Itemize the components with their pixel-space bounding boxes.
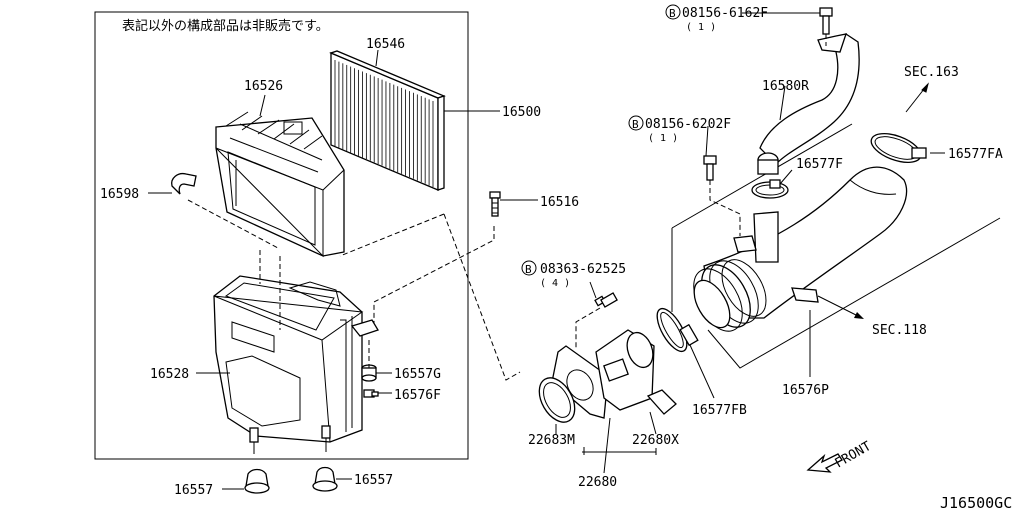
hose-clip [171,172,197,195]
bolt-16576f [363,389,379,398]
bolt-16516 [489,191,501,217]
bolt-marker-1: B [669,7,676,20]
bolt-marker-2: B [632,118,639,131]
label-16557g: 16557G [394,367,441,382]
hose-clamp-16577fa [870,132,927,164]
bolt-qty-1: ( 1 ) [686,22,716,33]
label-16526: 16526 [244,79,283,94]
label-16577f: 16577F [796,157,843,172]
label-16576f: 16576F [394,388,441,403]
label-sec163: SEC.163 [904,65,959,80]
bolt-08156-6162f [819,7,833,35]
label-16528: 16528 [150,367,189,382]
lower-case [213,275,379,454]
label-16557-right: 16557 [354,473,393,488]
label-22680: 22680 [578,475,617,490]
bolt-callout-2: B 08156-6202F ( 1 ) [628,115,731,144]
label-16577fa: 16577FA [948,147,1003,162]
assembly-frame [94,11,469,460]
upper-cover [215,111,345,258]
label-16557-left: 16557 [174,483,213,498]
note-text: 表記以外の構成部品は非販売です。 [122,18,329,34]
bolt-code-3: 08363-62525 [540,262,626,277]
diagram-code: J16500GC [940,494,1012,512]
grommet-16557-right [312,466,338,492]
air-duct [693,166,908,332]
label-16580r: 16580R [762,79,809,94]
arrow-sec163 [905,82,929,113]
label-16516: 16516 [540,195,579,210]
bolt-callout-1: B 08156-6162F ( 1 ) [665,4,768,33]
hose-clamp-16577f [751,179,789,199]
arrow-sec118 [817,295,864,319]
duct-bracket [733,211,779,263]
bolt-callout-3: B 08363-62525 ( 4 ) [521,260,626,289]
bolt-qty-2: ( 1 ) [648,133,678,144]
bolt-08363 [594,292,618,308]
label-22680x: 22680X [632,433,679,448]
label-16577fb: 16577FB [692,403,747,418]
resonator-hose [757,33,860,175]
bolt-qty-3: ( 4 ) [540,278,570,289]
air-flow-sensor [551,329,677,419]
label-16500: 16500 [502,105,541,120]
label-16546: 16546 [366,37,405,52]
bolt-code-2: 08156-6202F [645,117,731,132]
bolt-08156-6202f [703,155,717,181]
label-16598: 16598 [100,187,139,202]
front-arrow-icon [806,453,843,473]
gasket-22683m [538,377,576,423]
leader-lines [148,12,945,490]
front-label: FRONT [833,439,875,472]
label-16576p: 16576P [782,383,829,398]
hose-clamp-16577fb [656,307,699,353]
bolt-marker-3: B [525,263,532,276]
bolt-code-1: 08156-6162F [682,6,768,21]
label-22683m: 22683M [528,433,575,448]
grommet-16557-left [244,468,270,494]
label-sec118: SEC.118 [872,323,927,338]
air-filter-element [329,50,446,191]
